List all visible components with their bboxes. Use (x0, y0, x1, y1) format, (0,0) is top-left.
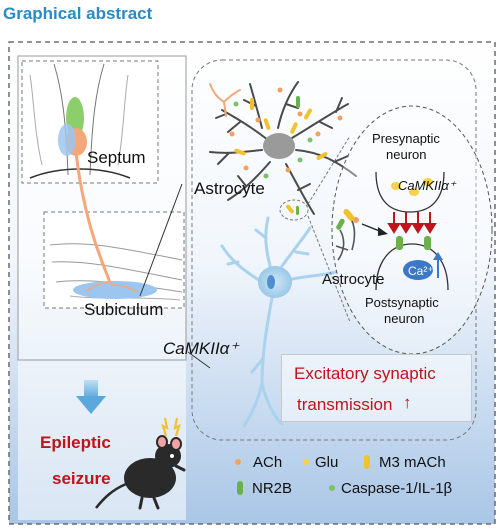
inset-astrocyte-label: Astrocyte (322, 271, 385, 288)
excitatory-label-line1: Excitatory synaptic (294, 364, 436, 383)
postsynaptic-label-line2: neuron (384, 311, 425, 326)
astrocyte-soma (263, 133, 295, 159)
legend-icons (235, 455, 370, 495)
presynaptic-label-line2: neuron (386, 147, 427, 162)
legend-m3-icon (364, 455, 370, 469)
septum-inset (21, 60, 159, 184)
legend-m3-label: M3 mACh (379, 454, 446, 471)
postsynaptic-terminal (375, 243, 449, 291)
excitatory-transmission-box (281, 354, 472, 422)
legend-ach-label: ACh (253, 454, 283, 471)
mouse-illustration (95, 417, 186, 510)
astrocyte-molecules (229, 87, 343, 179)
presynaptic-terminal (375, 171, 445, 213)
astrocyte-endfoot (209, 83, 241, 117)
synapse-highlight (279, 199, 309, 221)
seizure-label: seizure (52, 469, 111, 488)
connector-astrocyte (139, 183, 183, 297)
legend-nr2b-icon (237, 481, 243, 495)
astrocyte-label: Astrocyte (194, 179, 265, 198)
subiculum-inset (43, 211, 185, 309)
epileptic-label: Epileptic (40, 433, 111, 452)
increase-arrow-icon: ↑ (403, 393, 412, 412)
legend-caspase-icon (329, 485, 335, 491)
legend-caspase-label: Caspase-1/IL-1β (341, 480, 453, 497)
excitatory-label-line2: transmission (297, 395, 393, 414)
legend-glu-icon (303, 459, 309, 465)
calcium-label: Ca²⁺ (408, 264, 434, 278)
cell-panel (191, 59, 477, 441)
presynaptic-label-line1: Presynaptic (372, 131, 440, 146)
calcium-ellipse (403, 260, 433, 280)
subiculum-blue-region (73, 281, 157, 299)
neuron-cell (220, 216, 338, 428)
septum-label: Septum (87, 148, 146, 167)
septum-blue-region (58, 124, 76, 156)
postsynaptic-label-line1: Postsynaptic (365, 295, 439, 310)
camk-synapse-label: CaMKIIα⁺ (398, 178, 456, 193)
subiculum-label: Subiculum (84, 300, 164, 319)
legend-glu-label: Glu (315, 454, 339, 471)
legend-nr2b-label: NR2B (252, 480, 293, 497)
graphical-abstract-title: Graphical abstract (3, 4, 153, 23)
glutamate-release-arrows (387, 212, 437, 234)
connector-neuron (187, 351, 211, 369)
outcome-arrow (76, 380, 106, 414)
legend-ach-icon (235, 459, 241, 465)
projection-axon (74, 151, 112, 284)
camk-left-label: CaMKIIα⁺ (163, 339, 239, 358)
